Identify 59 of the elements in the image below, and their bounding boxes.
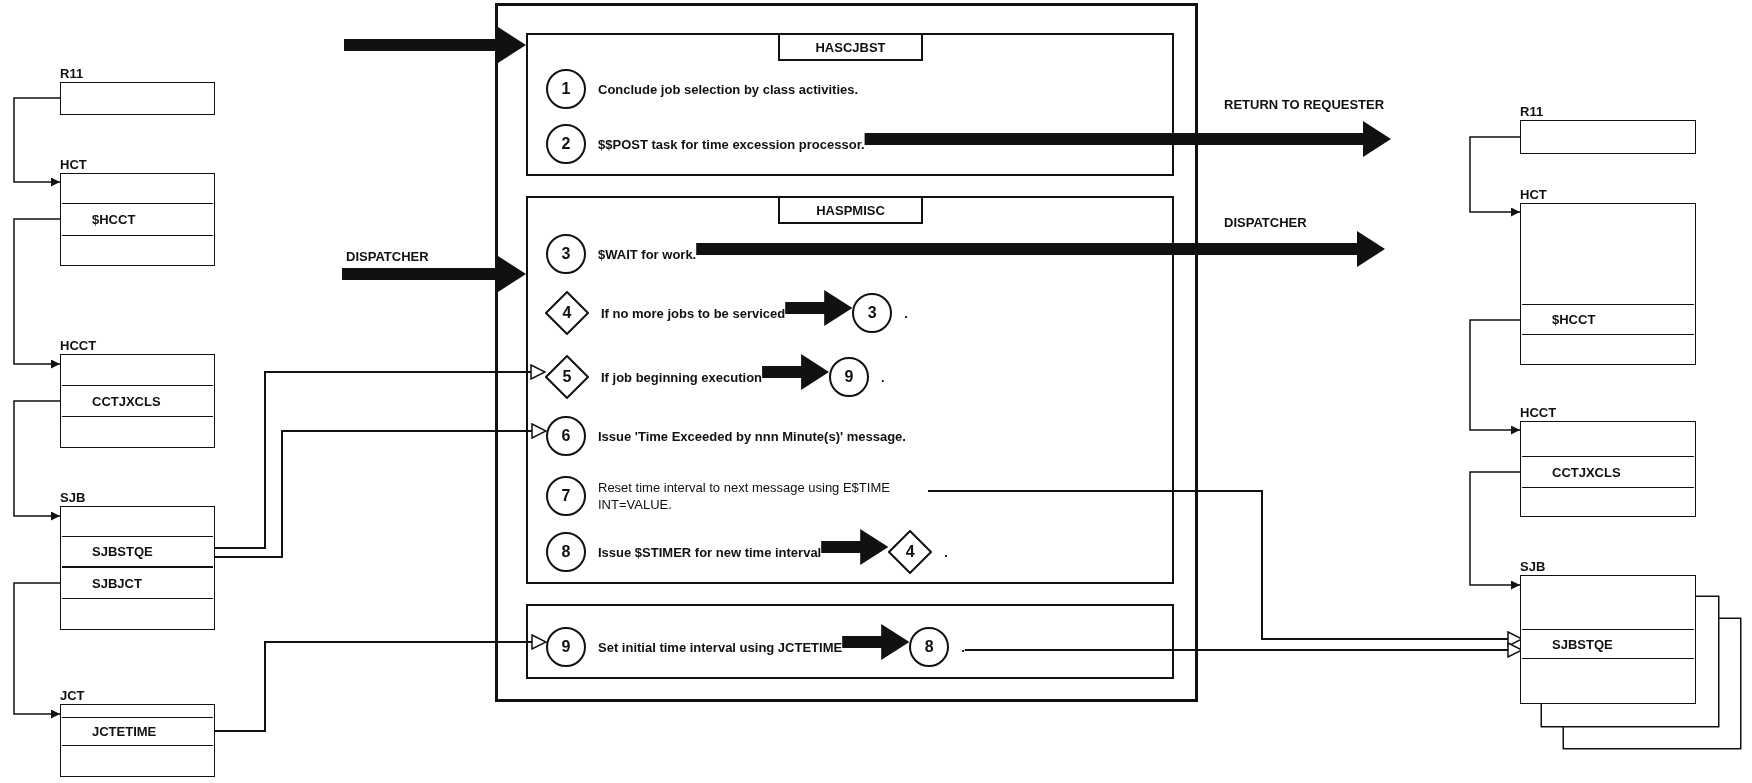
block-name: R11: [60, 66, 84, 81]
step-number-circle: 6: [546, 416, 586, 456]
block-name: HCCT: [1520, 405, 1557, 420]
step-number-circle: 1: [546, 69, 586, 109]
block-name: SJB: [60, 490, 86, 505]
field-row: CCTJXCLS: [1522, 456, 1694, 488]
block-name: HCT: [60, 157, 87, 172]
arrow: [762, 354, 830, 390]
module-name-tab: HASCJBST: [778, 33, 923, 61]
block-name: JCT: [60, 688, 85, 703]
step-text: If job beginning execution: [601, 368, 763, 386]
field-row: CCTJXCLS: [62, 385, 213, 417]
step-number-circle: 3: [546, 234, 586, 274]
step-text: Conclude job selection by class activities.: [598, 80, 859, 98]
block-name: HCT: [1520, 187, 1547, 202]
field-row: JCTETIME: [62, 717, 213, 746]
step-text: $$POST task for time excession processor.: [598, 135, 865, 153]
step-text: .: [881, 368, 885, 386]
step-number-circle: 9: [546, 627, 586, 667]
decision-diamond: 5: [545, 355, 589, 399]
field-row: $HCCT: [1522, 304, 1694, 335]
step-number-circle: 3: [852, 293, 893, 333]
step-number-circle: 8: [909, 627, 950, 667]
step-text: Set initial time interval using JCTETIME: [598, 638, 843, 656]
step-number-circle: 8: [546, 532, 586, 572]
field-row: $HCCT: [62, 203, 213, 236]
step-number-circle: 9: [829, 357, 870, 397]
field-row: SJBJCT: [62, 567, 213, 599]
field-row: SJBSTQE: [1522, 629, 1694, 659]
block-name: SJB: [1520, 559, 1546, 574]
arrow: [864, 121, 1391, 157]
step-text: Issue 'Time Exceeded by nnn Minute(s)' message.: [598, 427, 906, 445]
block-name: HCCT: [60, 338, 97, 353]
arrow: [342, 256, 526, 292]
arrow: [1469, 136, 1521, 217]
arrow: [842, 624, 910, 660]
step-number-circle: 2: [546, 124, 586, 164]
module-name-tab: HASPMISC: [778, 196, 923, 224]
step-text: Issue $STIMER for new time interval: [598, 543, 822, 561]
section-box: [526, 33, 1174, 176]
step-text: .: [961, 638, 965, 656]
step-number-circle: 7: [546, 476, 586, 516]
step-text: If no more jobs to be serviced: [601, 304, 786, 322]
step-text: .: [944, 543, 948, 561]
section-box: [526, 604, 1174, 679]
arrow: [13, 97, 61, 187]
section-box: [526, 196, 1174, 584]
arrow: [821, 529, 889, 565]
step-text: Reset time interval to next message using E$TIME INT=VALUE.: [598, 479, 891, 513]
decision-diamond: 4: [545, 291, 589, 335]
block-name: R11: [1520, 104, 1544, 119]
arrow: [344, 27, 526, 63]
module-frame: [495, 3, 1198, 702]
decision-diamond: 4: [888, 530, 933, 574]
step-text: .: [904, 304, 908, 322]
arrow: [785, 290, 853, 326]
field-row: SJBSTQE: [62, 536, 213, 567]
arrow: [696, 231, 1385, 267]
step-text: $WAIT for work.: [598, 245, 697, 263]
